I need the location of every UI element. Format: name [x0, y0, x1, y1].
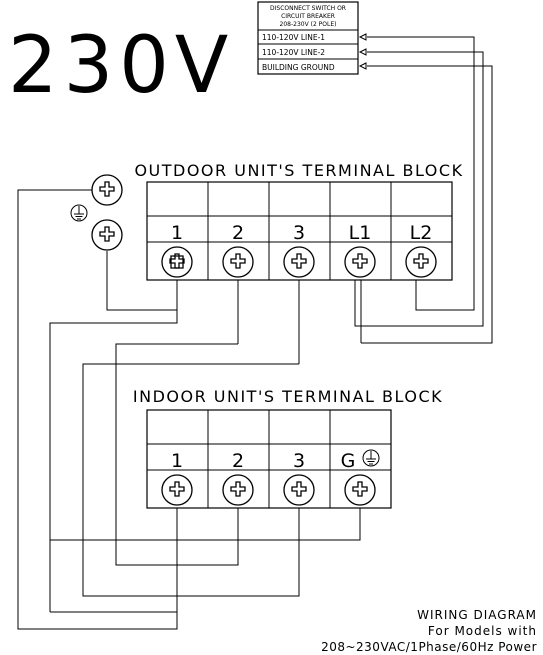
- indoor-terminal-3: 3: [293, 450, 305, 472]
- breaker-header-line1: DISCONNECT SWITCH OR: [270, 5, 346, 12]
- wires: [17, 36, 493, 630]
- caption-line2: For Models with: [428, 624, 537, 638]
- arrowhead-icon: [358, 48, 367, 56]
- ground-icon: [70, 204, 88, 222]
- outdoor-block-title: OUTDOOR UNIT'S TERMINAL BLOCK: [134, 161, 463, 180]
- breaker-box: DISCONNECT SWITCH OR CIRCUIT BREAKER 208…: [257, 1, 359, 75]
- outdoor-screws: [161, 246, 437, 278]
- outdoor-ground-screws: [70, 174, 123, 251]
- breaker-row-line1: 110-120V LINE-1: [262, 33, 325, 42]
- outdoor-terminal-l2: L2: [410, 222, 433, 244]
- phillips-screw-icon: [283, 246, 315, 278]
- breaker-row-line2: 110-120V LINE-2: [262, 48, 325, 57]
- phillips-screw-icon: [161, 246, 193, 278]
- phillips-screw-icon: [91, 174, 123, 206]
- outdoor-terminal-2: 2: [232, 222, 244, 244]
- outdoor-terminal-3: 3: [293, 222, 305, 244]
- indoor-terminal-g: G: [341, 450, 356, 472]
- indoor-terminal-1: 1: [171, 450, 183, 472]
- indoor-block-title: INDOOR UNIT'S TERMINAL BLOCK: [133, 387, 443, 406]
- phillips-screw-icon: [222, 474, 254, 506]
- outdoor-terminal-1: 1: [171, 222, 183, 244]
- breaker-header-line2: CIRCUIT BREAKER: [281, 13, 335, 20]
- arrowhead-icon: [358, 33, 367, 41]
- indoor-terminal-block: INDOOR UNIT'S TERMINAL BLOCK 1 2 3 G: [133, 387, 443, 509]
- ground-icon: [362, 449, 380, 467]
- caption-line3: 208~230VAC/1Phase/60Hz Power: [321, 640, 537, 654]
- caption: WIRING DIAGRAM For Models with 208~230VA…: [321, 608, 537, 654]
- outdoor-terminal-block: OUTDOOR UNIT'S TERMINAL BLOCK 1 2 3 L1 L…: [134, 161, 463, 281]
- phillips-screw-icon: [91, 219, 123, 251]
- breaker-header-line3: 208-230V (2 POLE): [280, 21, 337, 28]
- caption-line1: WIRING DIAGRAM: [417, 608, 537, 622]
- phillips-screw-icon: [283, 474, 315, 506]
- phillips-screw-icon: [344, 246, 376, 278]
- arrowhead-icon: [358, 62, 367, 70]
- phillips-screw-icon: [222, 246, 254, 278]
- phillips-screw-icon: [344, 474, 376, 506]
- phillips-screw-icon: [405, 246, 437, 278]
- voltage-label: 230V: [8, 21, 234, 111]
- indoor-terminal-2: 2: [232, 450, 244, 472]
- breaker-row-ground: BUILDING GROUND: [262, 63, 335, 72]
- outdoor-terminal-l1: L1: [349, 222, 372, 244]
- indoor-screws: [161, 474, 376, 506]
- phillips-screw-icon: [161, 474, 193, 506]
- breaker-arrows: [358, 33, 367, 70]
